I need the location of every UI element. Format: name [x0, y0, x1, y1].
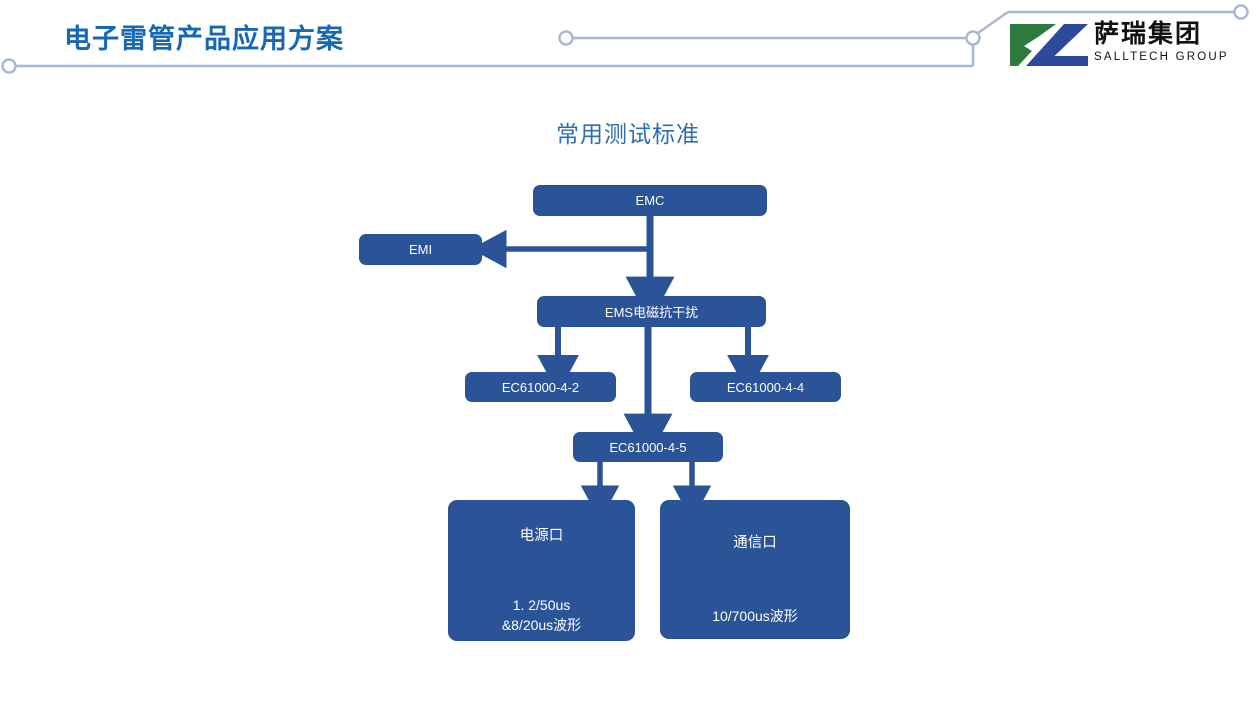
- node-comm-port[interactable]: 通信口 10/700us波形: [660, 500, 850, 639]
- salltech-logo-mark-icon: [1010, 24, 1088, 66]
- node-emi[interactable]: EMI: [359, 234, 482, 265]
- node-ec61000-4-4-label: EC61000-4-4: [726, 379, 805, 395]
- node-comm-port-label: 通信口: [733, 535, 777, 551]
- node-ec61000-4-4[interactable]: EC61000-4-4: [690, 372, 841, 402]
- section-subtitle: 常用测试标准: [556, 121, 700, 147]
- company-logo: 萨瑞集团 SALLTECH GROUP: [1008, 18, 1248, 74]
- node-power-port-line2: &8/20us波形: [501, 617, 582, 633]
- node-emc-label: EMC: [635, 193, 665, 208]
- logo-company-en: SALLTECH GROUP: [1094, 51, 1229, 63]
- node-ec61000-4-2-label: EC61000-4-2: [501, 379, 580, 395]
- node-power-port-label: 电源口: [519, 528, 564, 544]
- node-ec61000-4-5[interactable]: EC61000-4-5: [573, 432, 723, 462]
- node-ec61000-4-2[interactable]: EC61000-4-2: [465, 372, 616, 402]
- node-ems[interactable]: EMS电磁抗干扰: [537, 296, 766, 327]
- page-title: 电子雷管产品应用方案: [64, 24, 344, 54]
- node-comm-port-lines: 10/700us波形: [712, 606, 798, 626]
- logo-wordmark: 萨瑞集团 SALLTECH GROUP: [1094, 20, 1246, 64]
- node-ec61000-4-5-label: EC61000-4-5: [609, 439, 687, 455]
- logo-company-cn: 萨瑞集团: [1094, 20, 1203, 48]
- node-emi-label: EMI: [408, 242, 433, 257]
- node-power-port-line1: 1. 2/50us: [512, 597, 571, 613]
- node-emc[interactable]: EMC: [533, 185, 767, 216]
- node-power-port[interactable]: 电源口 1. 2/50us &8/20us波形: [448, 500, 635, 641]
- node-comm-port-line1: 10/700us波形: [712, 608, 798, 624]
- node-ems-label: EMS电磁抗干扰: [604, 305, 699, 320]
- node-power-port-lines: 1. 2/50us &8/20us波形: [502, 595, 581, 635]
